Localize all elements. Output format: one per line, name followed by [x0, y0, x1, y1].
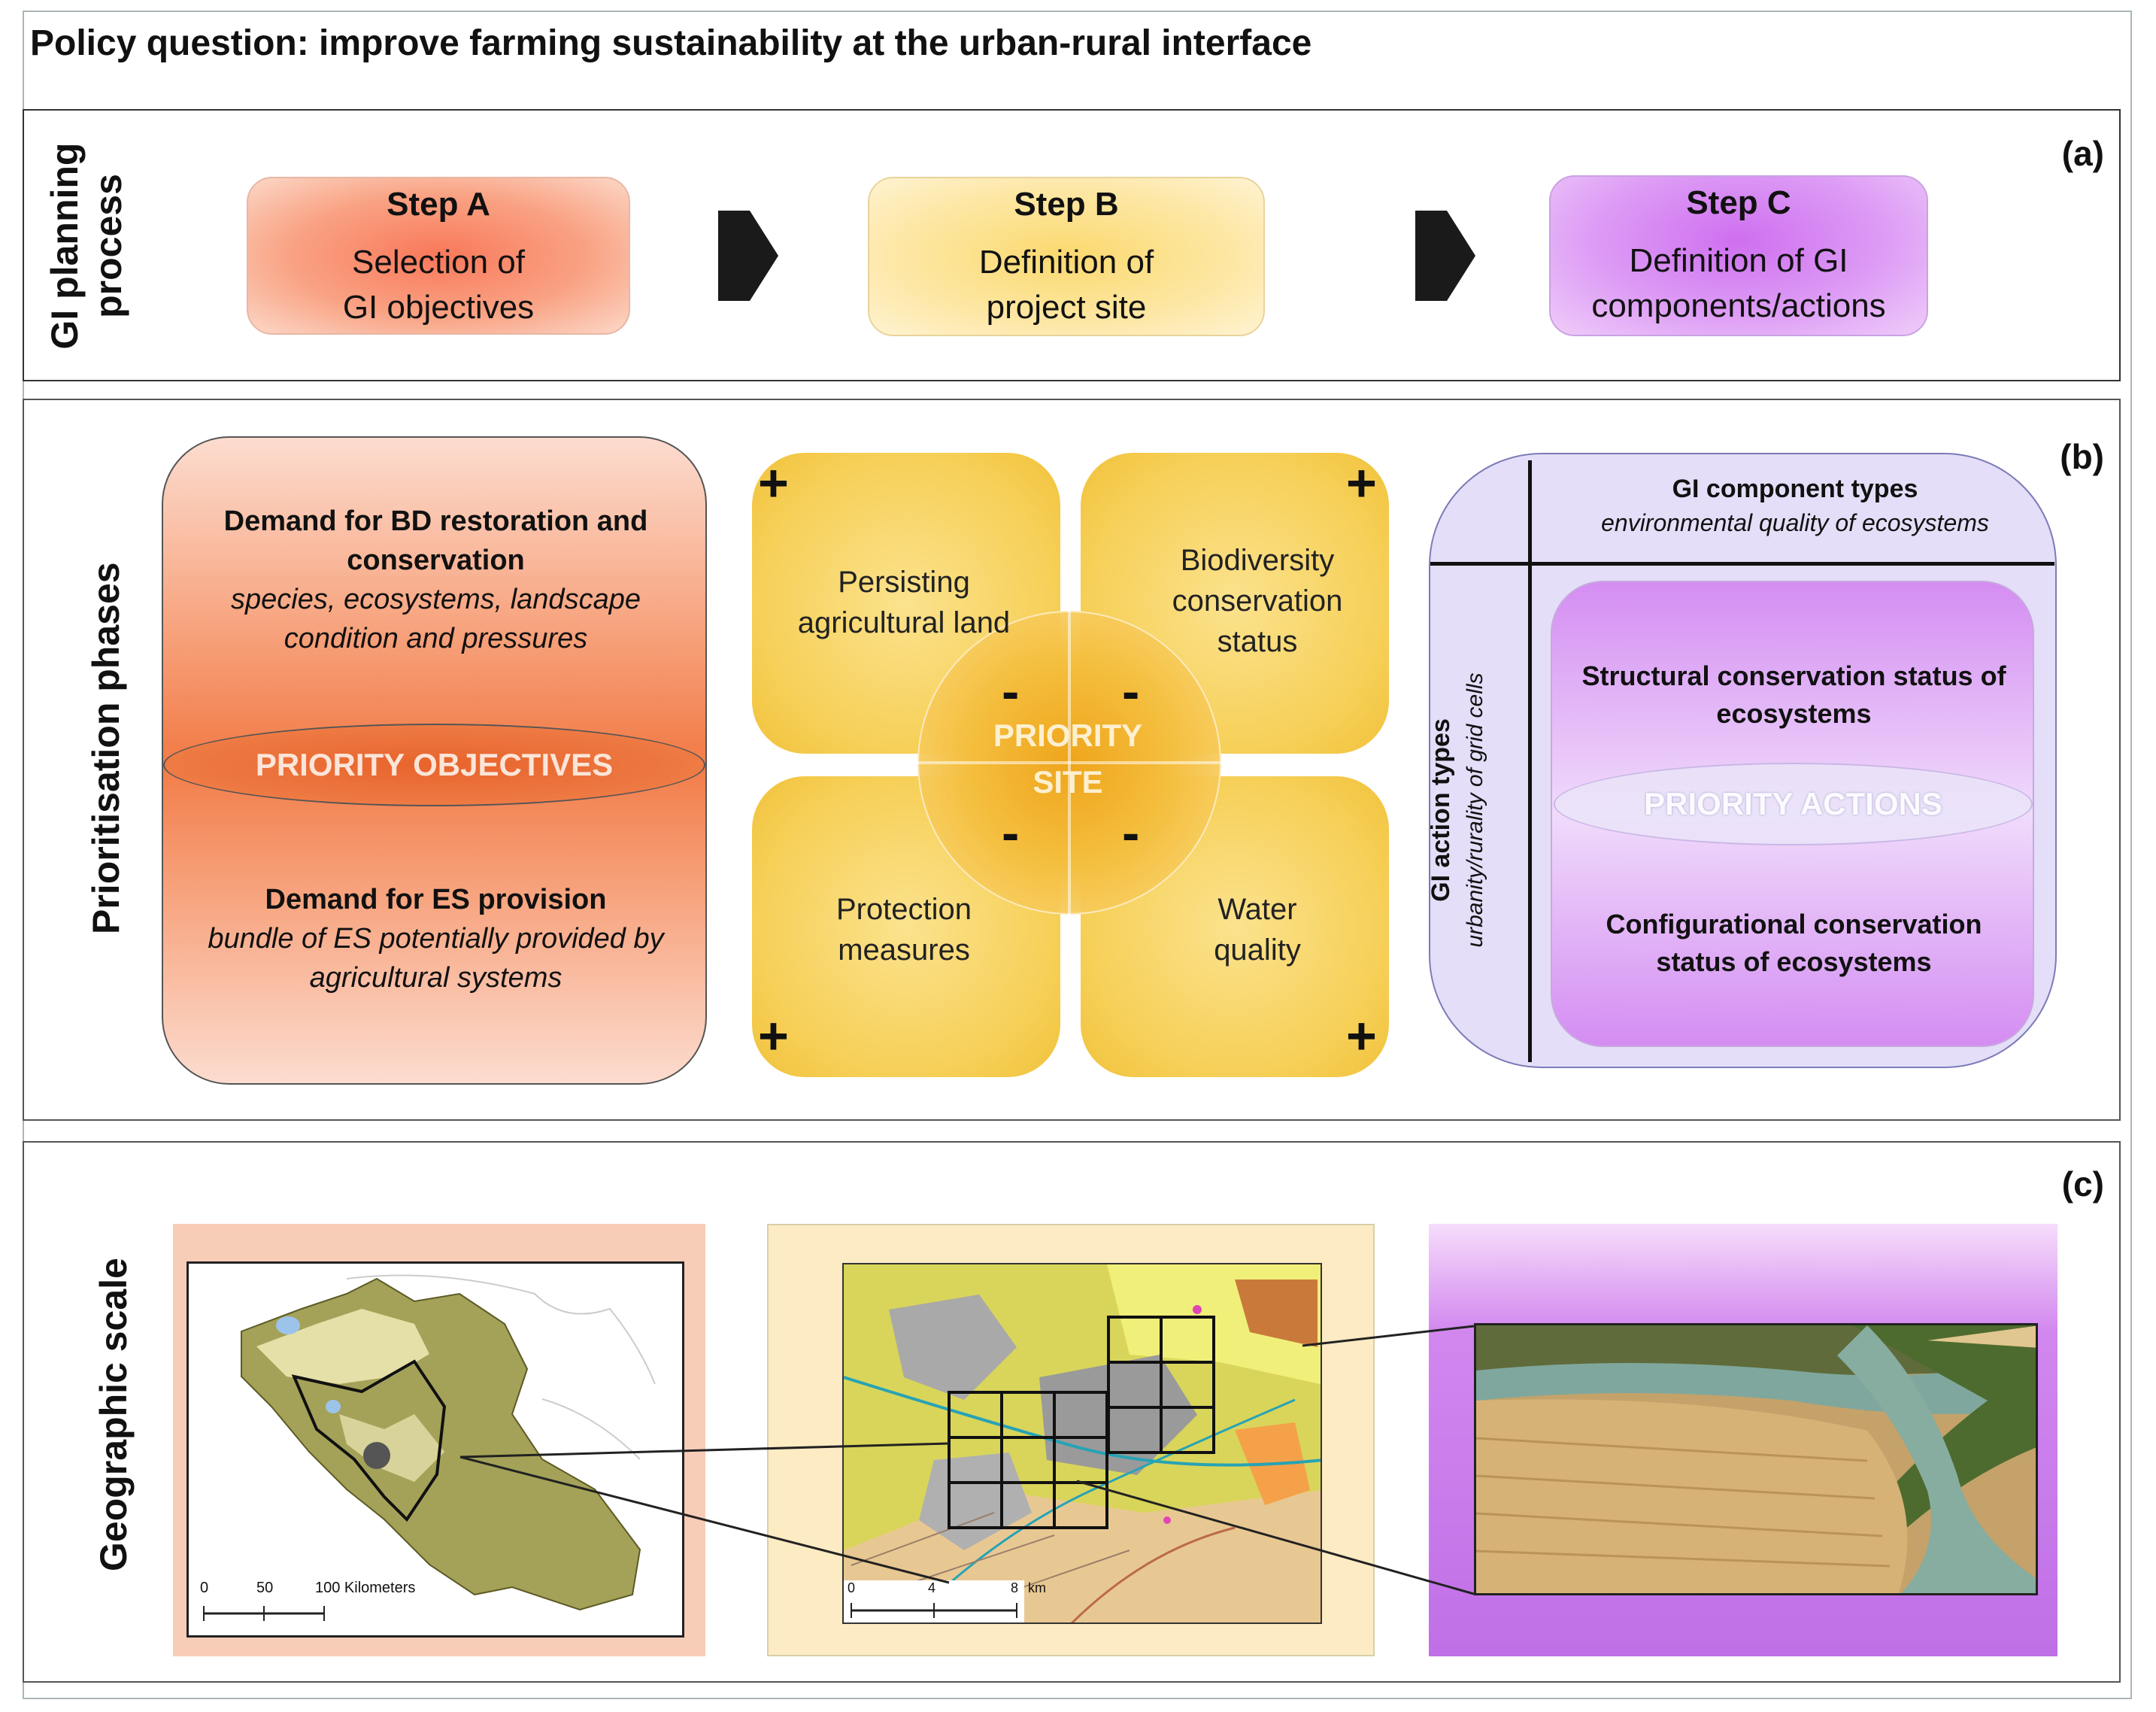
step-title: Step A: [387, 186, 490, 223]
plus-icon: +: [758, 1006, 789, 1065]
text-line: PRIORITY: [993, 718, 1143, 753]
text-line: Biodiversity: [1180, 544, 1335, 577]
scale-label: km: [1028, 1580, 1046, 1595]
priority-actions-label: PRIORITY ACTIONS: [1644, 786, 1942, 821]
priority-objectives-label: PRIORITY OBJECTIVES: [255, 747, 614, 782]
step-title: Step C: [1686, 184, 1791, 221]
step-title: Step B: [1014, 186, 1119, 223]
step-desc: Definition of GI components/actions: [1551, 238, 1927, 329]
text-line: Configurational conservation: [1606, 909, 1982, 939]
zoom-connector-lines: [459, 1325, 1475, 1595]
panel-c: (c) Geographic scale 0 50 100 Kilometers: [23, 1141, 2121, 1683]
aerial-photo-image: [1476, 1325, 2036, 1593]
priority-actions-box: Structural conservation status of ecosyst…: [1551, 581, 2034, 1047]
panel-c-label: (c): [2061, 1164, 2104, 1204]
text-line: condition and pressures: [284, 623, 588, 654]
step-desc-line: Definition of: [978, 244, 1154, 281]
step-desc: Definition of project site: [869, 240, 1263, 330]
text-line: Protection: [835, 893, 972, 926]
text-line: Water: [1217, 893, 1297, 926]
right-arrow-icon: [718, 211, 778, 301]
text-line: agricultural land: [797, 606, 1011, 639]
scale-label: 4: [928, 1580, 936, 1595]
site-map-image: [844, 1264, 1321, 1622]
scale-label: 100 Kilometers: [315, 1580, 416, 1596]
text-line: quality: [1214, 933, 1301, 967]
policy-question: Policy question: improve farming sustain…: [30, 23, 1312, 63]
plus-icon: +: [758, 454, 789, 512]
panel-b-label: (b): [2060, 437, 2104, 476]
gi-action-title: GI action types: [1427, 718, 1455, 902]
step-desc-line: Definition of GI: [1629, 242, 1848, 279]
panel-b-row-label: Prioritisation phases: [85, 562, 127, 934]
es-demand-title: Demand for ES provision: [265, 884, 607, 915]
region-map: 0 50 100 Kilometers: [186, 1261, 684, 1638]
label-protection: Protection measures: [769, 889, 1039, 970]
label-agricultural-land: Persisting agricultural land: [769, 562, 1039, 643]
es-demand-block: Demand for ES provision bundle of ES pot…: [163, 880, 705, 997]
text-line: measures: [838, 933, 970, 967]
text-line: status: [1217, 625, 1298, 658]
plus-icon: +: [1346, 454, 1377, 512]
step-c-box: Step C Definition of GI components/action…: [1549, 175, 1928, 336]
step-desc-line: project site: [986, 289, 1147, 326]
text-line: conservation: [347, 545, 525, 576]
panel-a-label: (a): [2061, 134, 2104, 173]
panel-a-row-label: GI planning process: [43, 111, 133, 381]
step-desc: Selection of GI objectives: [248, 240, 629, 330]
plus-icon: +: [1346, 1006, 1377, 1065]
text-line: status of ecosystems: [1656, 946, 1932, 977]
priority-actions-ellipse: PRIORITY ACTIONS: [1554, 763, 2033, 845]
text-line: Demand for BD restoration and: [223, 505, 648, 537]
gi-component-title: GI component types: [1672, 475, 1918, 503]
gi-action-header: GI action types urbanity/rurality of gri…: [1423, 600, 1506, 1021]
step-desc-line: GI objectives: [342, 289, 535, 326]
minus-icon: -: [1002, 662, 1020, 721]
region-map-image: [203, 1274, 656, 1621]
text-line: bundle of ES potentially provided by: [208, 923, 664, 955]
structural-status-label: Structural conservation status of ecosyst…: [1552, 657, 2036, 733]
aerial-photo: [1474, 1323, 2038, 1595]
right-arrow-icon: [1415, 211, 1475, 301]
priority-site-label: PRIORITY SITE: [955, 712, 1181, 806]
bd-demand-title: Demand for BD restoration and conservatio…: [163, 502, 705, 580]
scale-label: 50: [256, 1580, 274, 1596]
text-line: SITE: [1033, 764, 1103, 800]
scale-label: 0: [848, 1580, 856, 1595]
scale-label: 0: [200, 1580, 209, 1596]
text-line: Persisting: [838, 566, 970, 599]
text-line: Structural conservation status of: [1581, 660, 2006, 691]
step-desc-line: Selection of: [352, 244, 525, 281]
matrix-line-v: [1528, 460, 1532, 1062]
minus-icon: -: [1002, 803, 1020, 862]
label-biodiversity: Biodiversity conservation status: [1122, 540, 1393, 662]
label-water-quality: Water quality: [1122, 889, 1393, 970]
es-demand-sub: bundle of ES potentially provided by agri…: [163, 919, 705, 997]
minus-icon: -: [1122, 662, 1140, 721]
text-line: agricultural systems: [309, 962, 563, 994]
row-label-line: process: [87, 174, 129, 318]
minus-icon: -: [1122, 803, 1140, 862]
bd-demand-sub: species, ecosystems, landscape condition …: [163, 580, 705, 658]
text-line: conservation: [1172, 584, 1343, 618]
matrix-line-h: [1430, 562, 2054, 566]
gi-action-sub: urbanity/rurality of grid cells: [1463, 672, 1487, 948]
panel-b: (b) Prioritisation phases Demand for BD …: [23, 399, 2121, 1121]
step-b-box: Step B Definition of project site: [868, 177, 1265, 336]
text-line: species, ecosystems, landscape: [231, 584, 641, 615]
bd-demand-block: Demand for BD restoration and conservatio…: [163, 502, 705, 658]
gi-component-header: GI component types environmental quality…: [1536, 472, 2054, 539]
circle-divider-v: [1068, 611, 1071, 915]
priority-objectives-ellipse: PRIORITY OBJECTIVES: [163, 724, 705, 806]
text-line: ecosystems: [1716, 698, 1872, 729]
configurational-status-label: Configurational conservation status of ec…: [1552, 906, 2036, 981]
scale-label: 8: [1011, 1580, 1019, 1595]
gi-component-sub: environmental quality of ecosystems: [1601, 509, 1989, 536]
step-a-box: Step A Selection of GI objectives: [247, 177, 630, 335]
panel-a: (a) GI planning process Step A Selection…: [23, 109, 2121, 381]
priority-objectives-box: Demand for BD restoration and conservatio…: [162, 436, 707, 1085]
row-label-line: GI planning: [44, 142, 86, 350]
step-desc-line: components/actions: [1591, 287, 1886, 324]
site-map: 0 4 8 km: [842, 1263, 1322, 1624]
